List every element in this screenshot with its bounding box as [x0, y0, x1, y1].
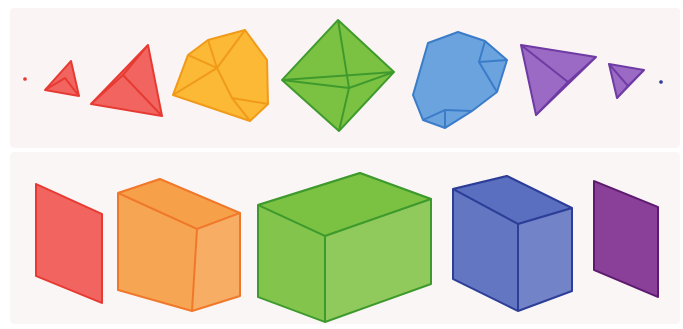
red-dot — [23, 77, 27, 81]
indigo-dot — [659, 80, 663, 84]
